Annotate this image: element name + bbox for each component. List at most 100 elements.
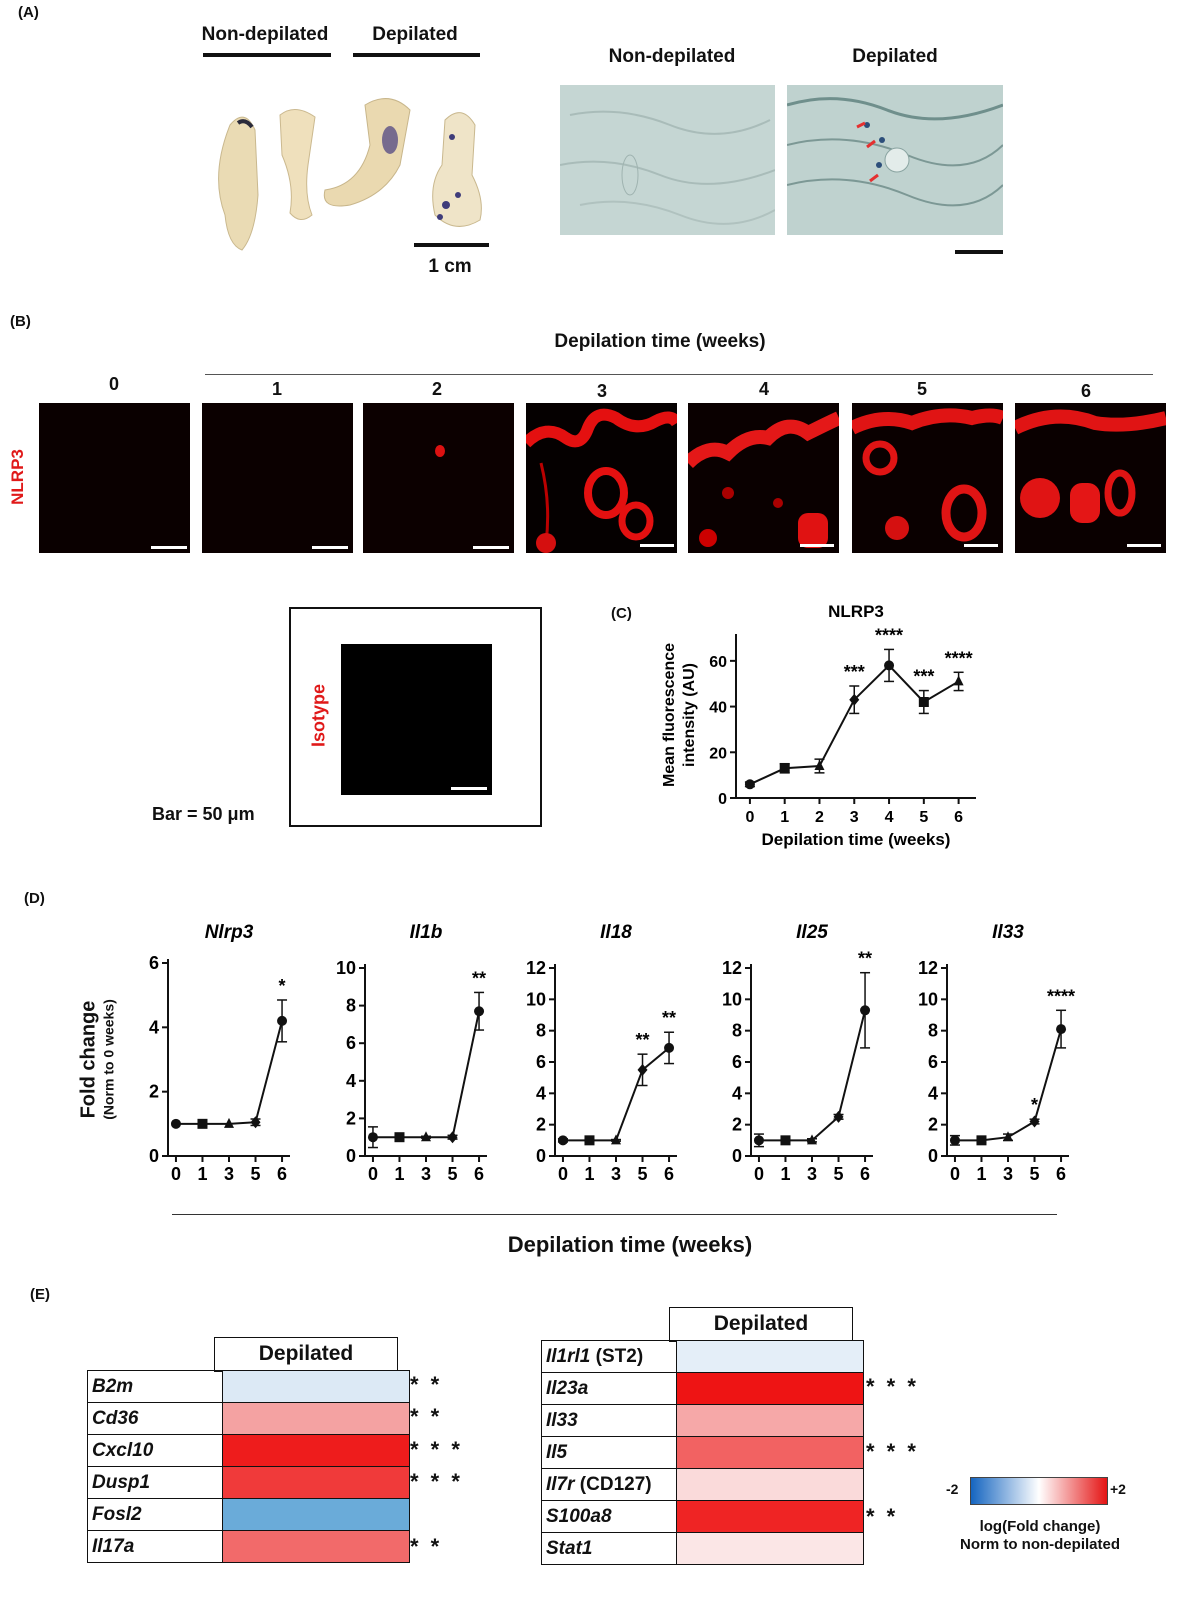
data-point — [807, 1134, 817, 1145]
chart-title: Il18 — [600, 922, 632, 943]
scale-label-1cm: 1 cm — [428, 256, 472, 277]
data-point — [1029, 1115, 1040, 1128]
data-point — [474, 1006, 485, 1017]
x-axis-title: Depilation time (weeks) — [762, 830, 951, 849]
data-point — [421, 1131, 431, 1142]
week-label-2: 2 — [431, 379, 442, 399]
heatmap-cell — [676, 1436, 864, 1469]
heatmap-row: Il7r (CD127) — [541, 1468, 864, 1501]
y-tick-label: 0 — [732, 1146, 742, 1166]
fold-change-ylabel-main: Fold change — [77, 1000, 100, 1119]
y-axis-title-line: intensity (AU) — [681, 663, 698, 767]
x-tick-label: 5 — [251, 1164, 261, 1184]
x-tick-label: 0 — [368, 1164, 378, 1184]
depilation-time-title: Depilation time (weeks) — [554, 331, 766, 352]
y-tick-label: 2 — [732, 1115, 742, 1135]
y-tick-label: 10 — [526, 989, 546, 1009]
week-label-1: 1 — [271, 379, 282, 399]
significance-label: * * — [866, 1503, 899, 1529]
significance-label: *** — [913, 667, 934, 687]
significance-label: *** — [844, 662, 865, 682]
data-point — [1003, 1131, 1013, 1142]
heatmap-row: Il5 — [541, 1436, 864, 1469]
significance-label: ** — [858, 949, 872, 969]
isotype-micrograph — [341, 644, 492, 795]
gene-name: Fosl2 — [92, 1503, 142, 1525]
heatmap-cell — [676, 1372, 864, 1405]
y-tick-label: 2 — [346, 1108, 356, 1128]
significance-label: * — [1031, 1095, 1038, 1115]
fold-change-ylabel-sub: (Norm to 0 weeks) — [100, 999, 117, 1120]
series-line — [562, 1047, 670, 1142]
significance-label: * * * — [410, 1468, 463, 1494]
legend-min: -2 — [946, 1481, 959, 1497]
chart-title: Nlrp3 — [205, 922, 254, 943]
x-tick-label: 0 — [171, 1164, 181, 1184]
micrograph-week-3 — [526, 403, 677, 553]
gene-name: S100a8 — [546, 1505, 612, 1527]
x-tick-label: 5 — [1030, 1164, 1040, 1184]
y-tick-label: 6 — [928, 1052, 938, 1072]
panel-d-divider — [172, 1214, 1057, 1215]
x-tick-label: 1 — [780, 1164, 790, 1184]
heatmap-cell — [222, 1402, 410, 1435]
gene-name: Cxcl10 — [92, 1439, 154, 1461]
y-tick-label: 2 — [536, 1115, 546, 1135]
y-tick-label: 40 — [709, 700, 727, 717]
y-axis-title-line: Mean fluorescence — [661, 643, 678, 787]
data-point — [447, 1131, 458, 1144]
heatmap-cell — [222, 1498, 410, 1531]
panel-c-label: (C) — [611, 605, 632, 622]
significance-label: * * — [410, 1533, 443, 1559]
data-point — [250, 1116, 261, 1129]
heatmap-cell — [222, 1530, 410, 1563]
y-tick-label: 6 — [536, 1052, 546, 1072]
legend-max: +2 — [1110, 1481, 1126, 1497]
week-label-0: 0 — [108, 374, 119, 394]
data-point — [833, 1110, 844, 1123]
data-point — [170, 1118, 181, 1129]
series-line — [954, 1028, 1063, 1142]
gene-suffix: (ST2) — [590, 1345, 644, 1367]
week-label-5: 5 — [916, 379, 927, 399]
y-tick-label: 0 — [536, 1146, 546, 1166]
significance-label: ** — [636, 1030, 650, 1050]
micrograph-week-1 — [202, 403, 353, 553]
scale-bar-histology — [955, 250, 1003, 254]
gene-name: Il7r — [546, 1473, 575, 1495]
y-tick-label: 12 — [918, 958, 938, 978]
data-point — [753, 1135, 764, 1146]
gene-name: Dusp1 — [92, 1471, 151, 1493]
heatmap-cell — [676, 1532, 864, 1565]
data-point — [1056, 1024, 1067, 1035]
y-tick-label: 60 — [709, 654, 727, 671]
data-point — [367, 1132, 378, 1143]
left-heatmap-header: Depilated — [214, 1337, 398, 1372]
series-line — [758, 1010, 867, 1142]
panel-e-label: (E) — [30, 1286, 50, 1303]
y-tick-label: 4 — [536, 1083, 546, 1103]
heatmap-row: Cxcl10 — [87, 1434, 410, 1467]
gene-name: Stat1 — [546, 1537, 593, 1559]
y-tick-label: 4 — [928, 1083, 938, 1103]
heatmap-row: B2m — [87, 1370, 410, 1403]
significance-label: * * * — [866, 1374, 919, 1400]
y-tick-label: 4 — [149, 1017, 159, 1037]
data-point — [779, 763, 790, 774]
gene-label: Cd36 — [87, 1402, 223, 1435]
gene-name: Il33 — [546, 1409, 578, 1431]
label-depilated-right: Depilated — [852, 46, 938, 67]
y-tick-label: 6 — [149, 953, 159, 973]
series-line — [372, 1011, 481, 1139]
data-point — [884, 660, 895, 671]
x-tick-label: 3 — [224, 1164, 234, 1184]
panel-a-label: (A) — [18, 4, 39, 21]
isotype-box: Isotype — [289, 607, 542, 827]
gene-label: S100a8 — [541, 1500, 677, 1533]
data-point — [949, 1135, 960, 1146]
micrograph-week-0 — [39, 403, 190, 553]
significance-label: **** — [1047, 986, 1075, 1006]
